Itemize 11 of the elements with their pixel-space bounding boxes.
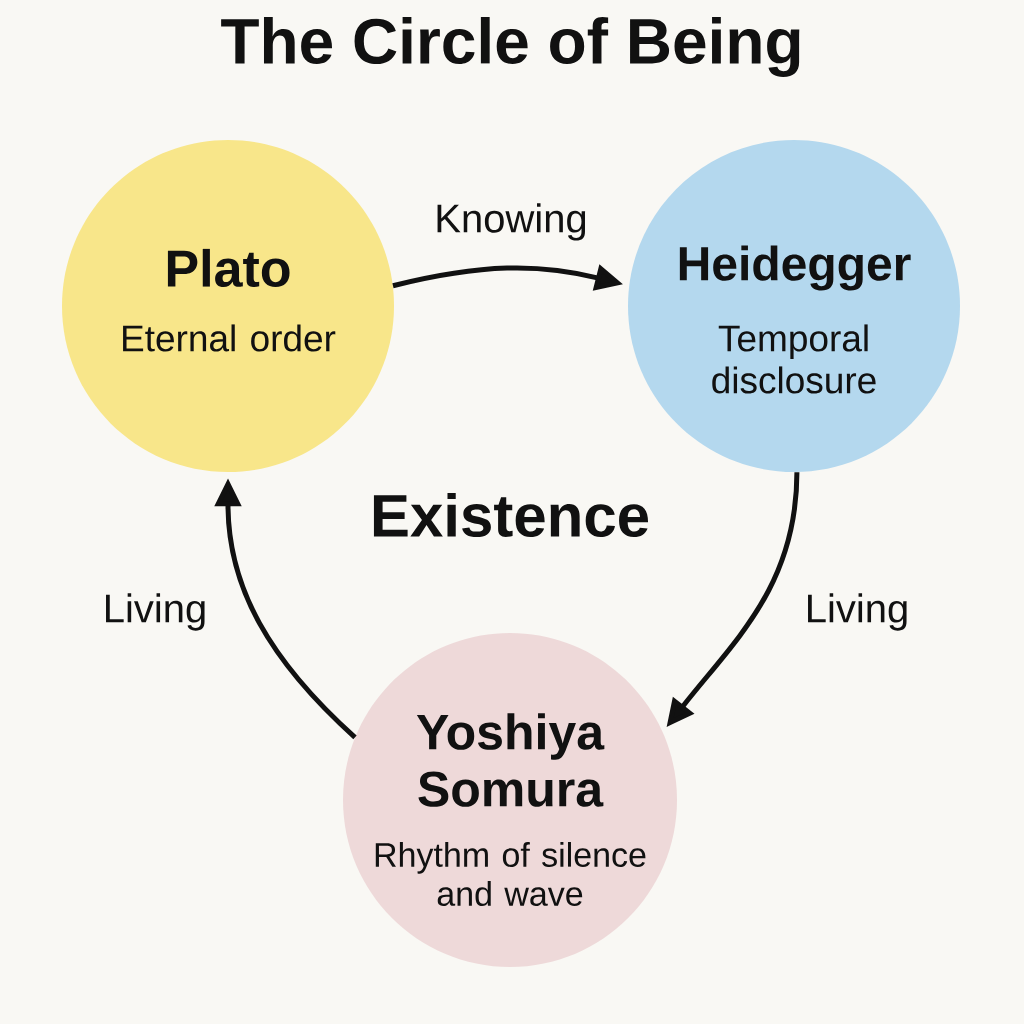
node-description: Eternal order <box>123 324 336 352</box>
edge-label: Living <box>801 590 913 634</box>
node-description: Rhythm of silence and wave <box>375 842 646 906</box>
node-name: Yoshiya Somura <box>416 713 605 807</box>
edge-label: Knowing <box>431 200 591 244</box>
node-name: Heidegger <box>679 245 911 291</box>
node-description: Temporal disclosure <box>712 324 876 394</box>
center-label: Existence <box>373 492 648 537</box>
edge-label: Living <box>99 590 211 634</box>
title: The Circle of Being <box>221 17 800 77</box>
node-name: Plato <box>167 248 290 288</box>
